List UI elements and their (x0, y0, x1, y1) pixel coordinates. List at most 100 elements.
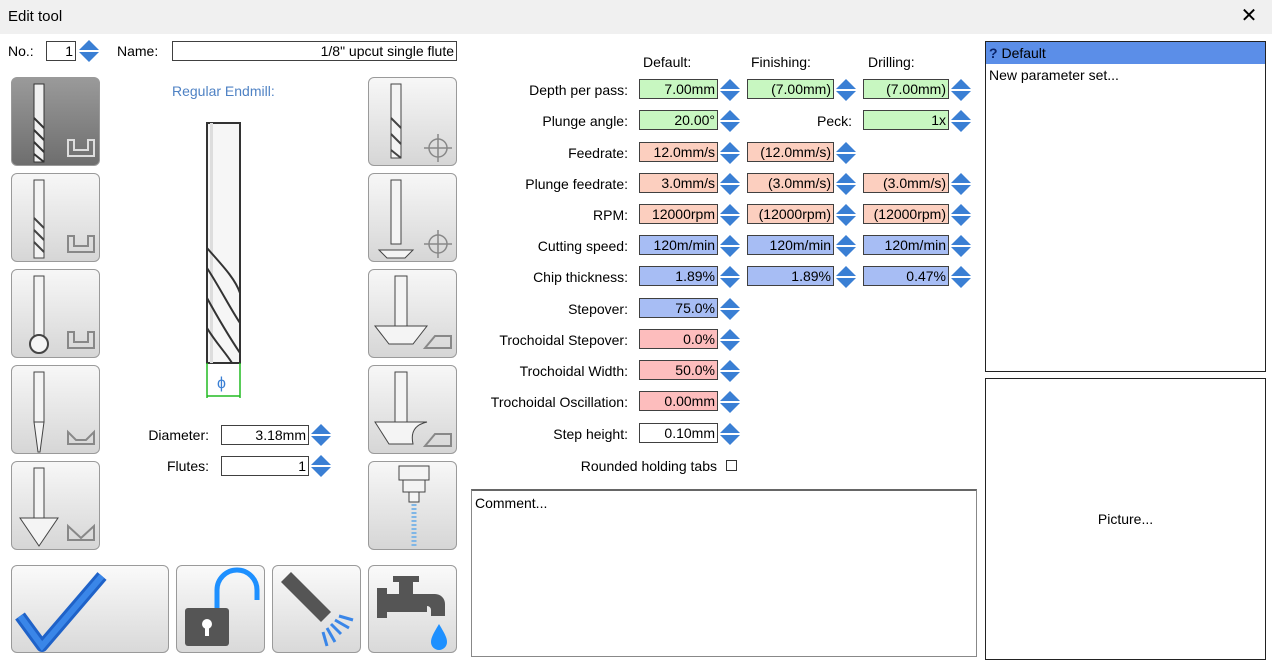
diameter-field[interactable]: 3.18mm (221, 425, 309, 445)
faucet-icon (377, 576, 447, 650)
peck-spinner[interactable] (950, 110, 972, 132)
rpm-finishing[interactable]: (12000rpm) (747, 204, 834, 224)
plunge-angle-spinner[interactable] (719, 110, 741, 132)
plunge-feedrate-finishing-spinner[interactable] (835, 173, 857, 195)
trochoidal-width-spinner[interactable] (719, 360, 741, 382)
rpm-finishing-spinner[interactable] (835, 204, 857, 226)
rpm-drilling[interactable]: (12000rpm) (863, 204, 949, 224)
column-drilling: Drilling: (868, 54, 915, 70)
chip-thickness-drilling[interactable]: 0.47% (863, 266, 949, 286)
new-parameter-set[interactable]: New parameter set... (989, 67, 1119, 83)
depth-per-pass-label: Depth per pass: (529, 82, 628, 98)
diameter-spinner[interactable] (310, 424, 332, 446)
spindle-icon (398, 465, 430, 546)
parameter-set-list[interactable]: ? Default New parameter set... (985, 41, 1266, 372)
depth-per-pass-drilling-spinner[interactable] (950, 79, 972, 101)
trochoidal-stepover-spinner[interactable] (719, 329, 741, 351)
tool-type-label: Regular Endmill: (172, 83, 275, 99)
rpm-default-spinner[interactable] (719, 204, 741, 226)
chip-thickness-finishing[interactable]: 1.89% (747, 266, 834, 286)
feedrate-default-spinner[interactable] (719, 142, 741, 164)
window-title: Edit tool (8, 8, 63, 25)
chip-thickness-drilling-spinner[interactable] (950, 266, 972, 288)
name-field[interactable]: 1/8" upcut single flute (172, 41, 457, 61)
depth-per-pass-finishing-spinner[interactable] (835, 79, 857, 101)
ok-button[interactable] (11, 565, 169, 653)
depth-per-pass-drilling[interactable]: (7.00mm) (863, 79, 949, 99)
depth-per-pass-default[interactable]: 7.00mm (639, 79, 718, 99)
rpm-default[interactable]: 12000rpm (639, 204, 718, 224)
coolant-button[interactable] (368, 565, 457, 653)
number-field[interactable]: 1 (46, 41, 76, 61)
v-bit-button[interactable] (11, 461, 100, 550)
chip-thickness-default[interactable]: 1.89% (639, 266, 718, 286)
engraving-bit-icon (33, 371, 95, 453)
flutes-label: Flutes: (166, 458, 209, 474)
engraving-bit-button[interactable] (11, 365, 100, 454)
cutting-speed-label: Cutting speed: (537, 238, 628, 254)
stepover-spinner[interactable] (719, 298, 741, 320)
parameter-set-label: Default (1001, 45, 1046, 61)
picture-box[interactable]: Picture... (985, 378, 1266, 660)
stepover-default[interactable]: 75.0% (639, 298, 718, 318)
endmill-downcut-button[interactable] (11, 173, 100, 262)
depth-per-pass-finishing[interactable]: (7.00mm) (747, 79, 834, 99)
cutting-speed-finishing-spinner[interactable] (835, 235, 857, 257)
feedrate-finishing[interactable]: (12.0mm/s) (747, 142, 834, 162)
chamfer-icon (373, 275, 452, 349)
t-slot-button[interactable] (368, 173, 457, 262)
question-icon: ? (989, 45, 998, 61)
comment-textarea[interactable]: Comment... (471, 489, 977, 657)
endmill-upcut-button[interactable] (11, 77, 100, 166)
number-label: No.: (8, 43, 34, 59)
cutting-speed-drilling[interactable]: 120m/min (863, 235, 949, 255)
chip-thickness-default-spinner[interactable] (719, 266, 741, 288)
coolant-nozzle-button[interactable] (368, 461, 457, 550)
flutes-spinner[interactable] (310, 455, 332, 477)
feedrate-finishing-spinner[interactable] (835, 142, 857, 164)
step-height-spinner[interactable] (719, 423, 741, 445)
ballnose-button[interactable] (11, 269, 100, 358)
cutting-speed-finishing[interactable]: 120m/min (747, 235, 834, 255)
parameter-set-default[interactable]: ? Default (986, 42, 1265, 64)
drill-button[interactable] (368, 77, 457, 166)
trochoidal-width-label: Trochoidal Width: (519, 363, 628, 379)
plunge-feedrate-default[interactable]: 3.0mm/s (639, 173, 718, 193)
step-height-default[interactable]: 0.10mm (639, 423, 718, 443)
drill-icon (390, 83, 452, 162)
feedrate-label: Feedrate: (568, 145, 628, 161)
unlock-button[interactable] (176, 565, 265, 653)
plunge-feedrate-drilling-spinner[interactable] (950, 173, 972, 195)
endmill-drawing (206, 122, 241, 398)
cutting-speed-drilling-spinner[interactable] (950, 235, 972, 257)
column-default: Default: (643, 54, 692, 70)
rpm-drilling-spinner[interactable] (950, 204, 972, 226)
air-blast-button[interactable] (272, 565, 361, 653)
trochoidal-width-default[interactable]: 50.0% (639, 360, 718, 380)
plunge-feedrate-label: Plunge feedrate: (525, 176, 628, 192)
depth-per-pass-default-spinner[interactable] (719, 79, 741, 101)
chip-thickness-finishing-spinner[interactable] (835, 266, 857, 288)
plunge-feedrate-drilling[interactable]: (3.0mm/s) (863, 173, 949, 193)
checkmark-icon (15, 572, 107, 652)
flutes-field[interactable]: 1 (221, 456, 309, 476)
trochoidal-oscillation-default[interactable]: 0.00mm (639, 391, 718, 411)
roundover-button[interactable] (368, 365, 457, 454)
close-icon[interactable]: ✕ (1240, 5, 1258, 27)
cutting-speed-default-spinner[interactable] (719, 235, 741, 257)
rounded-tabs-checkbox[interactable] (726, 460, 737, 471)
peck-field[interactable]: 1x (863, 110, 949, 130)
trochoidal-oscillation-spinner[interactable] (719, 391, 741, 413)
plunge-feedrate-finishing[interactable]: (3.0mm/s) (747, 173, 834, 193)
trochoidal-oscillation-label: Trochoidal Oscillation: (490, 394, 628, 410)
cutting-speed-default[interactable]: 120m/min (639, 235, 718, 255)
chamfer-button[interactable] (368, 269, 457, 358)
rounded-tabs-label: Rounded holding tabs (580, 458, 717, 474)
number-spinner[interactable] (78, 40, 100, 62)
nozzle-spray-icon (281, 572, 354, 647)
plunge-feedrate-default-spinner[interactable] (719, 173, 741, 195)
plunge-angle-default[interactable]: 20.00° (639, 110, 718, 130)
trochoidal-stepover-default[interactable]: 0.0% (639, 329, 718, 349)
feedrate-default[interactable]: 12.0mm/s (639, 142, 718, 162)
unlock-icon (185, 567, 260, 646)
